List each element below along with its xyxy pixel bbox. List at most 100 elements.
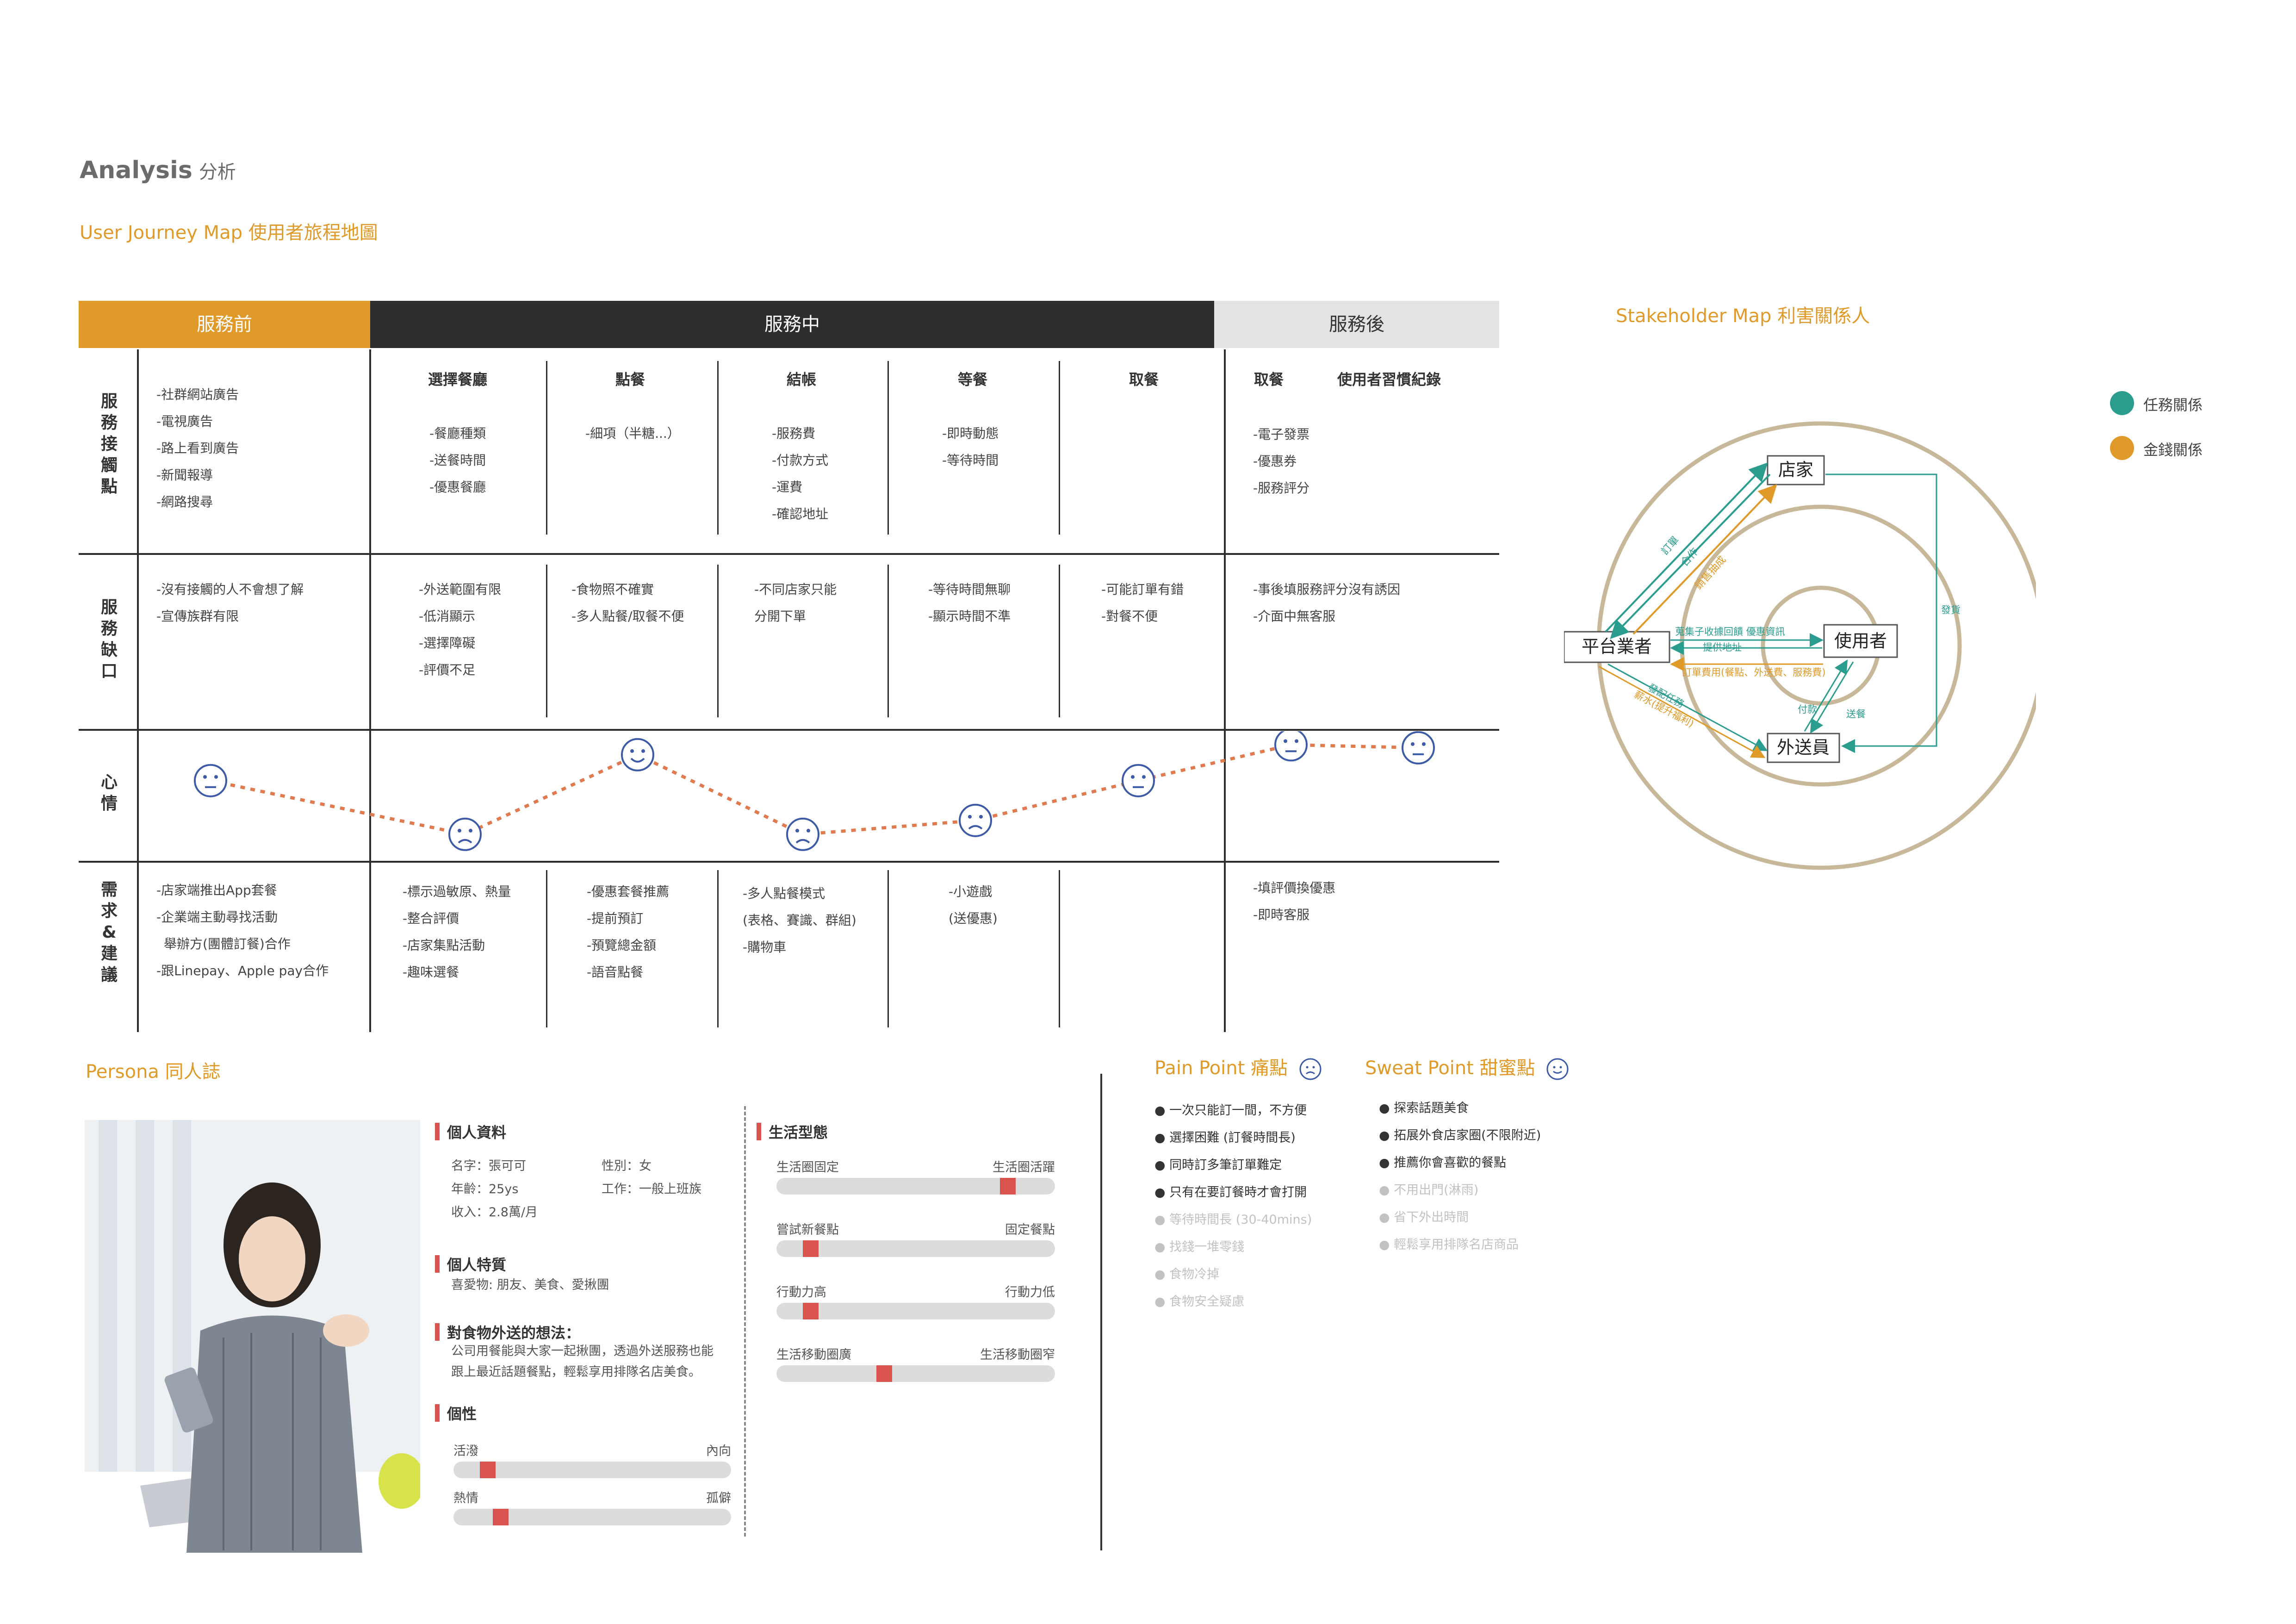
- list-item: ● 食物冷掉: [1154, 1267, 1220, 1282]
- touchpoints-before: -社群網站廣告 -電視廣告 -路上看到廣告 -新聞報導 -網路搜尋: [156, 381, 239, 516]
- gaps-before: -沒有接觸的人不會想了解 -宣傳族群有限: [156, 576, 304, 630]
- cell-text: -宣傳族群有限: [156, 609, 239, 624]
- sad-face-icon: [959, 803, 992, 837]
- phase-after: 服務後: [1214, 301, 1499, 348]
- cell-text: -送餐時間: [429, 453, 486, 468]
- cell-text: -外送範圍有限: [419, 582, 502, 597]
- legend-money-dot: [2110, 436, 2134, 460]
- cell-text: -優惠餐廳: [429, 479, 486, 495]
- cell-text: -即時客服: [1253, 907, 1310, 922]
- persona-income: 收入：2.8萬/月: [451, 1205, 538, 1220]
- sad-face-icon: [786, 817, 819, 851]
- phase-during: 服務中: [370, 301, 1214, 348]
- platform-label: 平台業者: [1582, 636, 1652, 657]
- cell-text: (表格、賽識、群組): [743, 913, 856, 928]
- store-label: 店家: [1778, 460, 1813, 480]
- cell-text: -服務費: [772, 426, 816, 441]
- list-item: ● 推薦你會喜歡的餐點: [1379, 1156, 1507, 1170]
- persona-personality-heading: 個性: [435, 1402, 477, 1424]
- legend-task-label: 任務關係: [2143, 396, 2203, 414]
- trait-slider: [776, 1303, 1055, 1319]
- cell-text: -沒有接觸的人不會想了解: [156, 582, 304, 597]
- legend-money-label: 金錢關係: [2143, 441, 2203, 459]
- slider-knob: [480, 1462, 496, 1478]
- grid-line: [1059, 361, 1060, 535]
- pain-point-list: ● 一次只能訂一間，不方便 ● 選擇困難 (訂餐時間長) ● 同時訂多筆訂單難定…: [1154, 1097, 1312, 1315]
- persona-lifestyle-heading: 生活型態: [757, 1121, 828, 1142]
- slider-right-label: 行動力低: [1005, 1285, 1055, 1300]
- persona-gender: 性別：女: [602, 1159, 652, 1173]
- slider-right-label: 生活移動圈窄: [980, 1348, 1055, 1362]
- cell-text: -確認地址: [772, 506, 829, 522]
- sad-face-icon: [1299, 1058, 1322, 1080]
- touchpoints-wait: -即時動態 -等待時間: [942, 420, 999, 474]
- cell-text: -運費: [772, 479, 803, 495]
- cell-text: -預覽總金額: [587, 938, 657, 953]
- slider-left-label: 活潑: [453, 1444, 478, 1458]
- row-divider: [79, 861, 1499, 863]
- cell-text: -店家端推出App套餐: [156, 883, 277, 898]
- stakeholder-title: Stakeholder Map 利害關係人: [1616, 305, 1870, 327]
- arrow-store-courier: [1825, 473, 1937, 753]
- row-label-needs: 需求&建議: [100, 880, 118, 984]
- slider-left-label: 熱情: [453, 1491, 478, 1506]
- gaps-order: -食物照不確實 -多人點餐/取餐不便: [571, 576, 684, 630]
- slider-right-label: 固定餐點: [1005, 1223, 1055, 1237]
- cell-text: -提前預訂: [587, 911, 644, 926]
- cell-text: -事後填服務評分沒有誘因: [1253, 582, 1401, 597]
- cell-text: -社群網站廣告: [156, 387, 239, 402]
- slider-right-label: 內向: [706, 1444, 731, 1458]
- list-item: ● 省下外出時間: [1379, 1210, 1469, 1225]
- persona-divider: [744, 1106, 746, 1537]
- cell-text: (送優惠): [949, 911, 998, 926]
- cell-text: -電視廣告: [156, 414, 213, 429]
- arrow-platform-courier: [1607, 663, 1768, 751]
- cell-text: -可能訂單有錯: [1101, 582, 1184, 597]
- persona-thoughts-heading: 對食物外送的想法：: [435, 1321, 580, 1343]
- cell-text: -語音點餐: [587, 964, 644, 980]
- persona-likes: 喜愛物: 朋友、美食、愛揪團: [451, 1278, 609, 1292]
- section-divider: [1100, 1074, 1102, 1550]
- cell-text: -跟Linepay、Apple pay合作: [156, 963, 329, 978]
- cell-text: -多人點餐/取餐不便: [571, 609, 684, 624]
- journey-map-title: User Journey Map 使用者旅程地圖: [80, 222, 378, 243]
- cell-text: -不同店家只能: [754, 582, 837, 597]
- edge-label-address: 提供地址: [1703, 642, 1742, 653]
- cell-text: -顯示時間不準: [928, 609, 1011, 624]
- grid-line: [887, 870, 889, 1027]
- row-label-mood: 心情: [100, 773, 118, 813]
- neutral-face-icon: [194, 764, 227, 797]
- cell-text: -等待時間無聊: [928, 582, 1011, 597]
- slider-right-label: 生活圈活躍: [993, 1160, 1055, 1175]
- cell-text: -服務評分: [1253, 480, 1310, 496]
- grid-line: [369, 349, 371, 1032]
- grid-line: [546, 361, 547, 535]
- cell-text: -餐廳種類: [429, 426, 486, 441]
- phase-before: 服務前: [79, 301, 370, 348]
- needs-before: -店家端推出App套餐 -企業端主動尋找活動 舉辦方(團體訂餐)合作 -跟Lin…: [156, 877, 329, 984]
- touchpoints-after: -電子發票 -優惠券 -服務評分: [1253, 421, 1309, 502]
- user-label: 使用者: [1834, 631, 1887, 651]
- trait-slider: [453, 1462, 731, 1478]
- trait-slider: [776, 1240, 1055, 1257]
- grid-line: [546, 565, 547, 717]
- gaps-after: -事後填服務評分沒有誘因 -介面中無客服: [1253, 576, 1400, 630]
- cell-text: -細項（半糖...）: [585, 426, 680, 441]
- cell-text: -小遊戲: [949, 884, 993, 899]
- user-node: 使用者: [1823, 624, 1898, 658]
- col-head-habits: 使用者習慣紀錄: [1337, 371, 1441, 388]
- needs-order: -優惠套餐推薦 -提前預訂 -預覽總金額 -語音點餐: [587, 878, 669, 986]
- edge-label-pickup: 發貨: [1941, 604, 1961, 616]
- sweat-point-title-text: Sweat Point 甜蜜點: [1365, 1058, 1535, 1079]
- list-item: ● 一次只能訂一間，不方便: [1154, 1103, 1307, 1118]
- trait-slider: [776, 1178, 1055, 1195]
- grid-line: [887, 565, 889, 717]
- cell-text: -店家集點活動: [403, 938, 485, 953]
- needs-checkout: -多人點餐模式 (表格、賽識、群組) -購物車: [743, 880, 856, 961]
- legend-task-dot: [2110, 391, 2134, 415]
- cell-text: -企業端主動尋找活動: [156, 909, 278, 925]
- slider-right-label: 孤僻: [706, 1491, 731, 1506]
- grid-line: [1059, 870, 1060, 1027]
- cell-text: -整合評價: [403, 911, 459, 926]
